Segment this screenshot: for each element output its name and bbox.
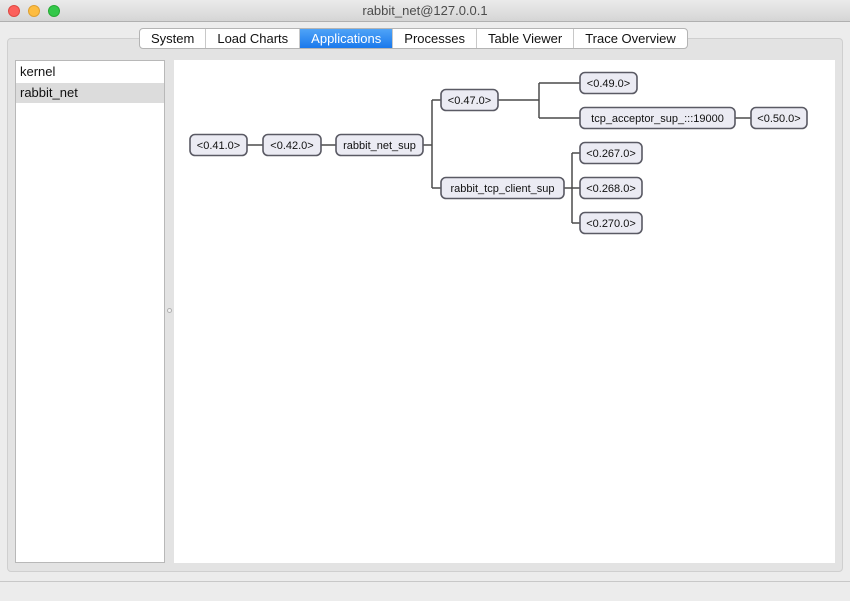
process-node-n041[interactable]: <0.41.0> (189, 133, 248, 157)
process-node-sup[interactable]: rabbit_net_sup (335, 133, 424, 157)
tab-table-viewer[interactable]: Table Viewer (477, 29, 575, 48)
process-node-box (440, 88, 499, 112)
process-node-n049[interactable]: <0.49.0> (579, 71, 638, 95)
process-tree-graph: <0.41.0> <0.42.0> rabbit_net_sup <0.47.0> ra… (189, 71, 808, 235)
process-node-label: <0.49.0> (587, 78, 630, 90)
tree-edges (247, 82, 751, 224)
process-node-box (579, 211, 643, 235)
title-bar: rabbit_net@127.0.0.1 (0, 0, 850, 22)
process-tree-canvas: <0.41.0> <0.42.0> rabbit_net_sup <0.47.0> ra… (174, 60, 835, 563)
process-node-label: rabbit_net_sup (343, 140, 416, 152)
status-bar (0, 581, 850, 601)
tab-bar: System Load Charts Applications Processe… (139, 28, 688, 49)
tab-trace-overview[interactable]: Trace Overview (585, 31, 676, 46)
process-node-box (579, 106, 736, 130)
splitter-grip-icon (167, 308, 172, 313)
process-node-label: <0.47.0> (448, 95, 491, 107)
process-node-box (440, 176, 565, 200)
application-item-rabbit-net[interactable]: rabbit_net (16, 83, 164, 103)
process-node-box (335, 133, 424, 157)
process-node-label: <0.41.0> (197, 140, 240, 152)
process-node-label: tcp_acceptor_sup_:::19000 (591, 113, 724, 125)
process-node-box (262, 133, 322, 157)
minimize-window-button[interactable] (28, 5, 40, 17)
tab-system[interactable]: System (140, 29, 207, 48)
tab-applications[interactable]: Applications (300, 29, 394, 48)
process-node-n268[interactable]: <0.268.0> (579, 176, 643, 200)
process-node-box (750, 106, 808, 130)
process-node-n047[interactable]: <0.47.0> (440, 88, 499, 112)
application-item-kernel[interactable]: kernel (20, 64, 56, 79)
process-node-box (579, 141, 643, 165)
process-node-n270[interactable]: <0.270.0> (579, 211, 643, 235)
process-node-box (579, 71, 638, 95)
process-node-label: <0.42.0> (270, 140, 313, 152)
process-node-label: <0.268.0> (586, 183, 636, 195)
process-node-label: <0.270.0> (586, 218, 636, 230)
window-title: rabbit_net@127.0.0.1 (362, 3, 488, 18)
process-node-n042[interactable]: <0.42.0> (262, 133, 322, 157)
tab-load-charts[interactable]: Load Charts (206, 29, 301, 48)
process-node-n050[interactable]: <0.50.0> (750, 106, 808, 130)
process-node-label: rabbit_tcp_client_sup (451, 183, 555, 195)
close-window-button[interactable] (8, 5, 20, 17)
application-list[interactable]: kernel rabbit_net (15, 60, 165, 563)
process-node-client_sup[interactable]: rabbit_tcp_client_sup (440, 176, 565, 200)
process-node-label: <0.50.0> (757, 113, 800, 125)
process-node-label: <0.267.0> (586, 148, 636, 160)
process-node-n267[interactable]: <0.267.0> (579, 141, 643, 165)
tab-processes[interactable]: Processes (393, 29, 477, 48)
zoom-window-button[interactable] (48, 5, 60, 17)
splitter-handle[interactable] (165, 60, 174, 563)
process-node-box (189, 133, 248, 157)
process-node-acceptor[interactable]: tcp_acceptor_sup_:::19000 (579, 106, 736, 130)
process-node-box (579, 176, 643, 200)
